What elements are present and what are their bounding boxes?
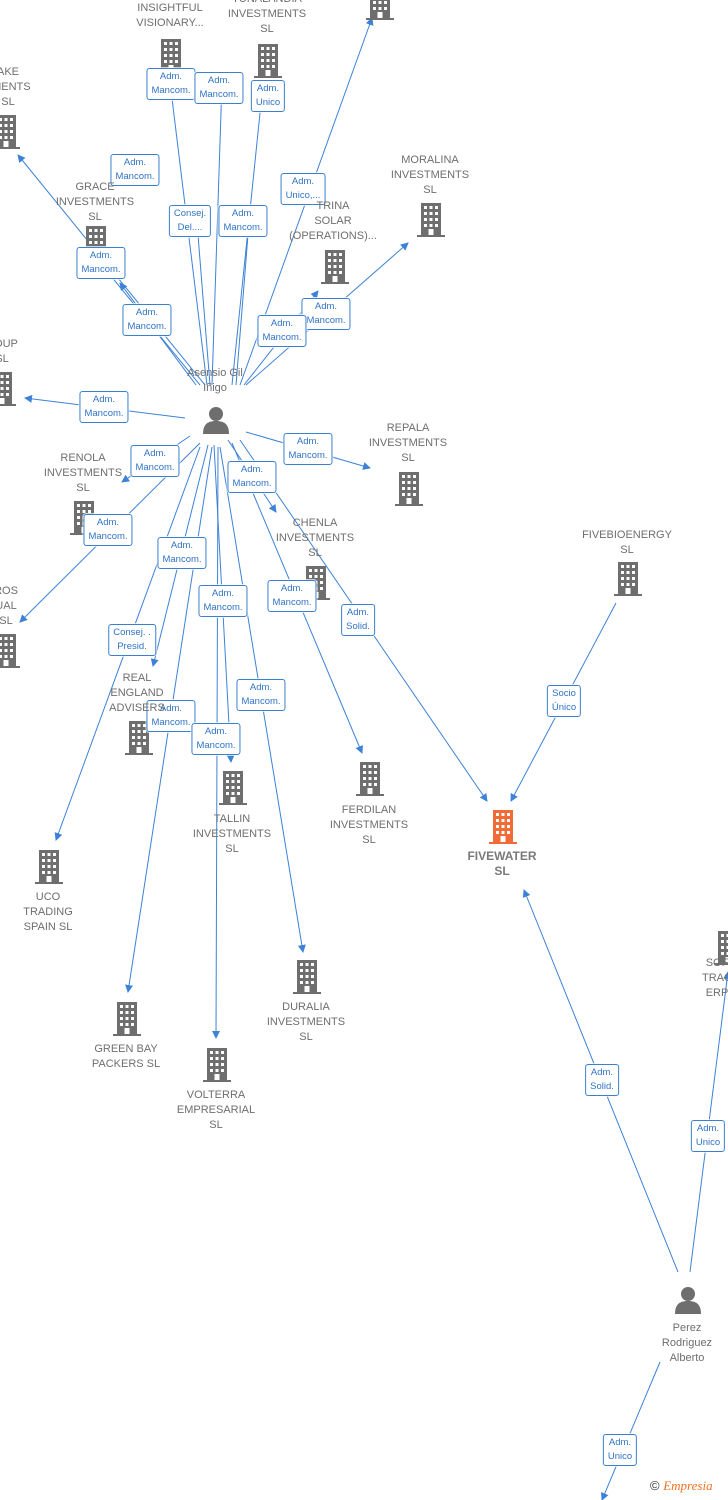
building-icon[interactable] [356,762,384,796]
edge-label-19[interactable]: Adm. Solid. [341,604,375,636]
edge-label-27[interactable]: Adm. Unico [602,1434,638,1466]
edge-label-12[interactable]: Adm. Mancom. [283,433,333,465]
building-icon[interactable] [254,44,282,78]
building-icon[interactable] [614,562,642,596]
node-label-n-fivebio[interactable]: FIVEBIOENERGY SL [582,529,672,556]
node-label-n-realeng[interactable]: REAL ENGLAND ADVISERS [109,672,165,714]
edge-label-25[interactable]: Adm. Solid. [585,1064,619,1096]
copyright-symbol: © [650,1478,660,1493]
node-label-n-chenla[interactable]: CHENLA INVESTMENTS SL [275,517,355,559]
node-label-n-tallin[interactable]: TALLIN INVESTMENTS SL [192,813,272,855]
node-label-n-tunal[interactable]: TUNALANDIA INVESTMENTS SL [227,0,307,35]
edge-label-24[interactable]: Socio Único [546,685,582,717]
edge-label-23[interactable]: Adm. Mancom. [191,723,241,755]
building-icon[interactable] [417,203,445,237]
edge-label-5[interactable]: Consej. Del.... [168,205,212,237]
node-label-n-repala[interactable]: REPALA INVESTMENTS SL [368,422,448,464]
node-label-n-trina[interactable]: TRINA SOLAR (OPERATIONS)... [289,200,377,242]
edge-label-17[interactable]: Adm. Mancom. [198,585,248,617]
node-label-n-greenbay[interactable]: GREEN BAY PACKERS SL [91,1043,161,1070]
edge-label-22[interactable]: Adm. Mancom. [236,679,286,711]
node-label-n-fivewater[interactable]: FIVEWATER SL [467,849,537,878]
edge-label-11[interactable]: Adm. Mancom. [79,391,129,423]
person-icon[interactable] [675,1287,701,1314]
edge-label-2[interactable]: Adm. Unico [250,80,286,112]
edge-label-13[interactable]: Adm. Mancom. [130,445,180,477]
edge-label-0[interactable]: Adm. Mancom. [146,68,196,100]
node-label-n-duralia[interactable]: DURALIA INVESTMENTS SL [266,1001,346,1043]
building-icon[interactable] [0,115,20,149]
node-label-n-renola[interactable]: RENOLA INVESTMENTS SL [43,452,123,494]
building-icon[interactable] [203,1048,231,1082]
edge-label-20[interactable]: Consej. . Presid. [108,624,156,656]
edge-line-6 [235,209,254,386]
edge-line-1 [211,81,226,386]
node-label-n-moralina[interactable]: MORALINA INVESTMENTS SL [390,154,470,196]
edge-label-8[interactable]: Adm. Mancom. [301,298,351,330]
node-label-n-ros[interactable]: ROS UAL SL [0,585,18,627]
building-icon[interactable] [489,810,517,844]
building-icon[interactable] [366,0,394,20]
edge-label-15[interactable]: Adm. Mancom. [83,514,133,546]
building-icon[interactable] [293,960,321,994]
edge-label-14[interactable]: Adm. Mancom. [227,461,277,493]
brand-logo: Empresia [663,1478,713,1493]
node-label-p-perez[interactable]: Perez Rodriguez Alberto [661,1322,713,1364]
node-label-p-asensio[interactable]: Asensio Gil Iñigo [187,367,243,394]
node-label-n-lake[interactable]: AKE TMENTS SL [0,66,31,108]
edge-label-4[interactable]: Adm. Unico,... [280,173,326,205]
building-icon[interactable] [321,250,349,284]
edge-label-18[interactable]: Adm. Mancom. [267,580,317,612]
node-label-n-group[interactable]: ROUP SL [0,338,18,365]
edge-label-7[interactable]: Adm. Mancom. [76,247,126,279]
copyright-footer: © Empresia [650,1478,713,1494]
person-icon[interactable] [203,407,229,434]
edge-line-5 [192,209,211,386]
edge-label-9[interactable]: Adm. Mancom. [122,304,172,336]
building-icon[interactable] [0,372,16,406]
node-label-n-firm[interactable]: FIRM INSIGHTFUL VISIONARY... [136,2,204,29]
edge-label-16[interactable]: Adm. Mancom. [157,537,207,569]
building-icon[interactable] [395,472,423,506]
edge-label-3[interactable]: Adm. Mancom. [110,154,160,186]
building-icon[interactable] [0,634,20,668]
node-label-n-volterra[interactable]: VOLTERRA EMPRESARIAL SL [176,1089,256,1131]
node-label-n-ferdilan[interactable]: FERDILAN INVESTMENTS SL [329,804,409,846]
node-label-n-grace[interactable]: GRACE INVESTMENTS SL [55,181,135,223]
building-icon[interactable] [35,850,63,884]
building-icon[interactable] [113,1002,141,1036]
edge-label-21[interactable]: Adm. Mancom. [146,700,196,732]
building-icon[interactable] [219,771,247,805]
node-label-n-uco[interactable]: UCO TRADING SPAIN SL [23,891,73,933]
edge-label-26[interactable]: Adm. Unico [690,1120,726,1152]
edge-label-6[interactable]: Adm. Mancom. [218,205,268,237]
node-label-n-sof[interactable]: SOF TRAC ERP [702,957,728,999]
edge-label-1[interactable]: Adm. Mancom. [194,72,244,104]
edge-label-10[interactable]: Adm. Mancom. [257,315,307,347]
edge-line-27 [601,1361,661,1500]
